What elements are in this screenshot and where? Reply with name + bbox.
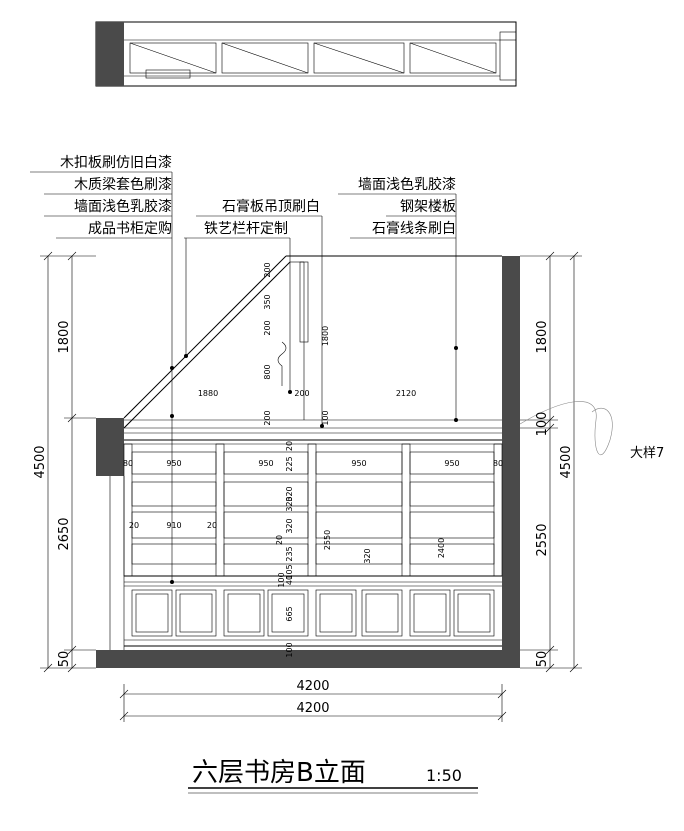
dim-shelf-235: 235 [285, 546, 294, 561]
callout-bookcase: 成品书柜定购 [88, 221, 172, 237]
dim-col-80a: 80 [123, 459, 133, 468]
leader-lines [30, 171, 458, 584]
drawing-scale: 1:50 [426, 766, 462, 785]
callout-railing: 铁艺栏杆定制 [204, 221, 288, 237]
dim-bottom-1: 4200 [296, 679, 329, 694]
detail-reference: 大样7 [630, 446, 664, 461]
dim-rail-200b: 200 [263, 410, 272, 425]
dim-col-950c: 950 [351, 459, 366, 468]
dim-left-bottom: 50 [57, 651, 72, 668]
dim-right-top: 1800 [535, 320, 550, 353]
dim-col-950d: 950 [444, 459, 459, 468]
dim-span-right: 2120 [396, 389, 416, 398]
dim-shelf-320a: 320 [285, 486, 294, 501]
dim-shelf-665: 665 [285, 606, 294, 621]
callout-wall-paint-right: 墙面浅色乳胶漆 [358, 176, 456, 193]
callout-beam: 木质梁套色刷漆 [74, 176, 172, 193]
dim-col-910: 910 [166, 521, 181, 530]
floor-slab [96, 650, 520, 668]
callout-wall-paint: 墙面浅色乳胶漆 [74, 198, 172, 215]
dim-span-left: 1880 [198, 389, 218, 398]
dim-h-320: 320 [363, 548, 372, 563]
callout-plaster-moulding: 石膏线条刷白 [372, 220, 456, 237]
dim-rail-350: 350 [263, 294, 272, 309]
dim-shelf-100: 100 [277, 572, 286, 587]
dim-h-200top: 200 [263, 320, 272, 335]
bottom-dimensions [119, 684, 507, 722]
dim-right-mid: 2550 [535, 523, 550, 556]
dim-shelf-320c: 320 [285, 496, 294, 511]
left-wall-upper [96, 418, 124, 476]
callouts-mid: 石膏板吊顶刷白 铁艺栏杆定制 [204, 198, 320, 237]
top-plan-view [95, 21, 517, 87]
dim-right-total: 4500 [559, 445, 574, 478]
callout-steel-floor: 钢架楼板 [400, 199, 456, 215]
dim-shelf-105: 105 [285, 564, 294, 579]
drawing-title: 六层书房B立面 [192, 758, 366, 788]
dim-span-200: 200 [294, 389, 309, 398]
dim-col-20b: 20 [207, 521, 217, 530]
dim-h-2550: 2550 [323, 530, 332, 550]
callouts-left: 木扣板刷仿旧白漆 木质梁套色刷漆 墙面浅色乳胶漆 成品书柜定购 [60, 155, 172, 237]
dim-left-top: 1800 [57, 320, 72, 353]
dim-bottom-2: 4200 [296, 701, 329, 716]
dim-right-bottom: 50 [535, 651, 550, 668]
dim-col-950a: 950 [166, 459, 181, 468]
right-wall [502, 256, 520, 668]
dim-right-slab: 100 [535, 412, 550, 437]
dim-shelf-40: 40 [285, 575, 294, 585]
dim-left-mid: 2650 [57, 517, 72, 550]
dim-col-80b: 80 [493, 459, 503, 468]
right-dimension-chain [519, 251, 613, 673]
dim-shelf-225: 225 [285, 456, 294, 471]
roof-ceiling [123, 255, 502, 434]
dim-h-2400: 2400 [437, 538, 446, 558]
left-dimension-chain [40, 251, 96, 673]
dim-shelf-320b: 320 [285, 518, 294, 533]
callout-ceiling: 石膏板吊顶刷白 [222, 198, 320, 215]
dim-rail-200: 200 [263, 262, 272, 277]
dim-left-total: 4500 [33, 445, 48, 478]
dim-h-20top: 20 [285, 441, 294, 451]
dim-col-20a: 20 [129, 521, 139, 530]
bookcase [123, 439, 503, 647]
callout-wood-panel: 木扣板刷仿旧白漆 [60, 155, 172, 171]
dim-rail-1800: 1800 [321, 326, 330, 346]
dim-rail-800: 800 [263, 364, 272, 379]
callouts-right: 墙面浅色乳胶漆 钢架楼板 石膏线条刷白 [358, 176, 456, 237]
dim-col-950b: 950 [258, 459, 273, 468]
dim-shelf-20a: 20 [275, 535, 284, 545]
dim-shelf-100b: 100 [285, 642, 294, 657]
dim-slab-100: 100 [321, 410, 330, 425]
